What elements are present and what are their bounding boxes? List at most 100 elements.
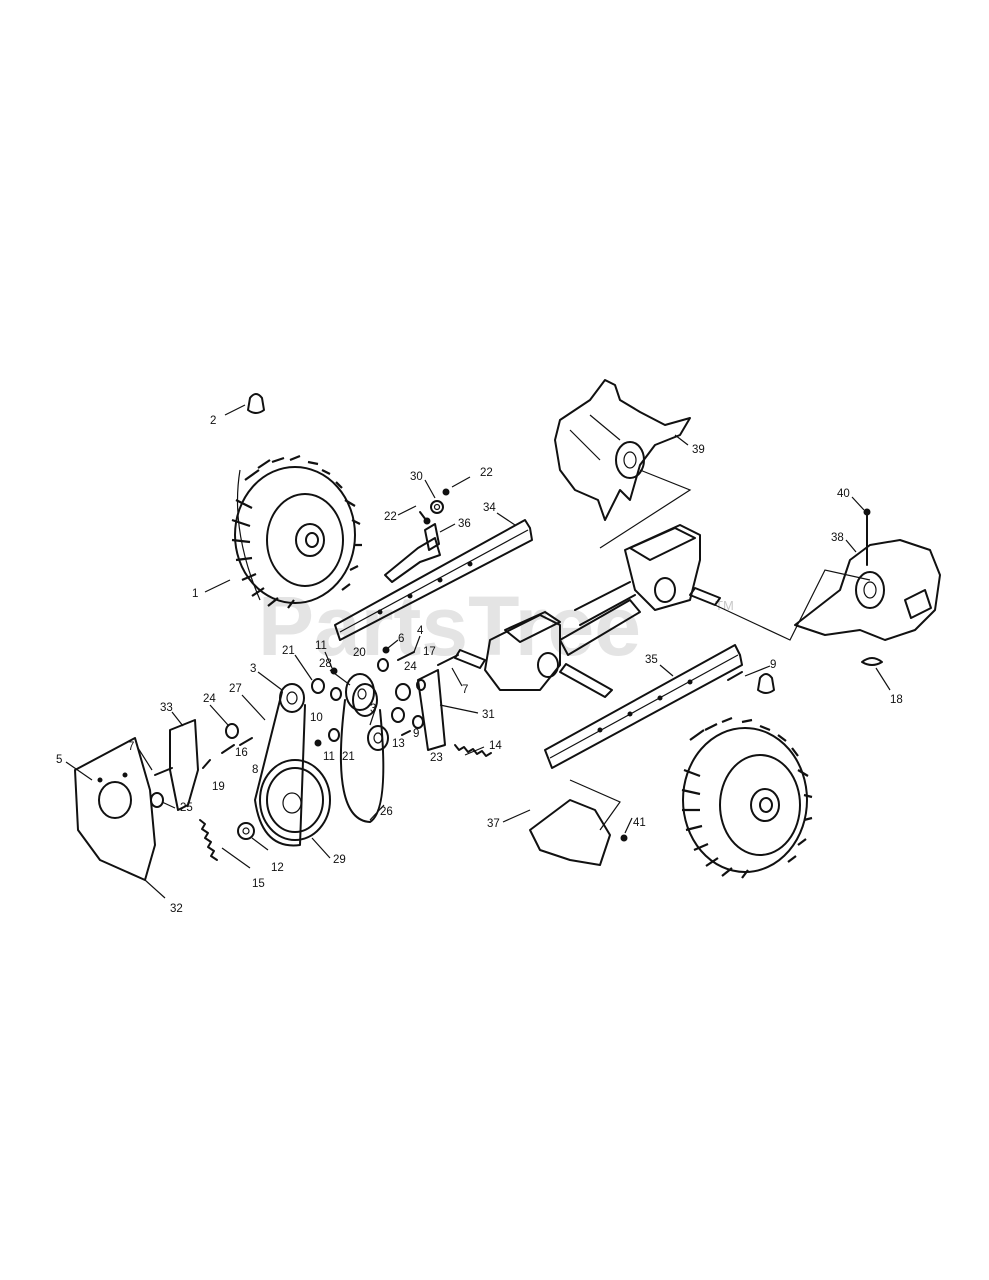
washer-21-a[interactable]: [311, 678, 325, 694]
callout-20: 20: [353, 647, 366, 659]
callout-41: 41: [633, 817, 646, 829]
callout-8: 8: [252, 764, 258, 776]
callout-7a: 7: [128, 741, 134, 753]
bolt-8[interactable]: [239, 737, 253, 746]
bolt-9-b[interactable]: [727, 671, 743, 681]
callout-37: 37: [487, 818, 500, 830]
callout-4: 4: [417, 625, 424, 637]
callout-3b: 3: [370, 703, 376, 715]
right-wheel-tire[interactable]: [681, 716, 813, 879]
callout-25: 25: [180, 802, 193, 814]
callout-36: 36: [458, 518, 471, 530]
callout-31: 31: [482, 709, 495, 721]
callout-21b: 21: [342, 751, 355, 763]
washer-25[interactable]: [150, 792, 164, 808]
callout-39: 39: [692, 444, 705, 456]
callout-38: 38: [831, 532, 844, 544]
tine-assembly-upper[interactable]: [554, 379, 691, 521]
transmission-housing[interactable]: [484, 524, 701, 691]
spacer-24-b[interactable]: [395, 683, 411, 701]
washer-21-b[interactable]: [328, 728, 340, 742]
right-wheel-hub-cap[interactable]: [757, 673, 775, 694]
pulley-nut[interactable]: [430, 500, 444, 514]
callout-22a: 22: [384, 511, 397, 523]
callout-24b: 24: [404, 661, 417, 673]
spring-15[interactable]: [199, 819, 218, 861]
callout-3a: 3: [250, 663, 256, 675]
bolt-22-b[interactable]: [442, 488, 450, 496]
callout-9b: 9: [770, 659, 776, 671]
callout-11b: 11: [323, 751, 335, 763]
callout-24a: 24: [203, 693, 216, 705]
spring-14[interactable]: [454, 744, 492, 757]
callout-35: 35: [645, 654, 658, 666]
callout-22b: 22: [480, 467, 493, 479]
callout-32: 32: [170, 903, 183, 915]
callout-5: 5: [56, 754, 62, 766]
callout-29: 29: [333, 854, 346, 866]
idler-belt[interactable]: [339, 699, 385, 823]
callout-28: 28: [319, 658, 332, 670]
callout-34: 34: [483, 502, 496, 514]
washer-23[interactable]: [412, 715, 424, 729]
washer-10[interactable]: [330, 687, 342, 701]
callout-40: 40: [837, 488, 850, 500]
callout-17: 17: [423, 646, 436, 658]
tine-assembly-lower[interactable]: [794, 539, 941, 641]
bolt-6[interactable]: [382, 646, 390, 654]
spacer-13[interactable]: [391, 707, 405, 723]
callout-2: 2: [210, 415, 216, 427]
callout-15: 15: [252, 878, 265, 890]
callout-9a: 9: [413, 728, 419, 740]
callout-33: 33: [160, 702, 173, 714]
callout-13: 13: [392, 738, 405, 750]
idler-arm-31[interactable]: [417, 669, 446, 751]
callout-19: 19: [212, 781, 225, 793]
callout-21a: 21: [282, 645, 295, 657]
bolt-9-a[interactable]: [401, 730, 411, 736]
large-pulley[interactable]: [259, 759, 331, 841]
drive-belt[interactable]: [254, 691, 306, 847]
callout-23: 23: [430, 752, 443, 764]
bolt-41[interactable]: [620, 834, 628, 842]
double-pulley[interactable]: [345, 673, 378, 717]
washer-17[interactable]: [416, 679, 426, 691]
left-wheel-tire[interactable]: [231, 454, 362, 609]
nut-12[interactable]: [237, 822, 255, 840]
bolt-19[interactable]: [202, 759, 211, 769]
callout-7b: 7: [462, 684, 468, 696]
callout-12: 12: [271, 862, 284, 874]
washer-24-a[interactable]: [225, 723, 239, 739]
rear-shield[interactable]: [529, 799, 611, 866]
mounting-bracket[interactable]: [384, 523, 441, 583]
watermark-text: PartsTree: [258, 579, 641, 673]
callout-18: 18: [890, 694, 903, 706]
bolt-4[interactable]: [397, 651, 415, 661]
callout-11a: 11: [315, 640, 327, 652]
frame-rail-lower[interactable]: [544, 644, 743, 769]
callout-10: 10: [310, 712, 323, 724]
idler-pulley[interactable]: [367, 725, 389, 751]
bolt-7-b[interactable]: [437, 654, 459, 666]
callout-14: 14: [489, 740, 502, 752]
drive-pulley-small[interactable]: [279, 683, 305, 713]
callout-1: 1: [192, 588, 198, 600]
hairpin-clip[interactable]: [861, 657, 883, 666]
wheel-hub-cap[interactable]: [247, 393, 265, 414]
bolt-16[interactable]: [221, 744, 235, 754]
washer-20[interactable]: [377, 658, 389, 672]
bracket-33[interactable]: [169, 719, 199, 811]
tine-pin-bolt[interactable]: [863, 508, 871, 566]
callout-16: 16: [235, 747, 248, 759]
callout-30: 30: [410, 471, 423, 483]
belt-guard-plate[interactable]: [74, 737, 156, 881]
callout-27: 27: [229, 683, 242, 695]
frame-rail-upper[interactable]: [334, 519, 533, 641]
bolt-22-a[interactable]: [419, 511, 431, 525]
callout-26: 26: [380, 806, 393, 818]
bolt-7-a[interactable]: [154, 767, 173, 776]
nut-11-b[interactable]: [314, 739, 322, 747]
axle-shaft[interactable]: [454, 587, 721, 698]
